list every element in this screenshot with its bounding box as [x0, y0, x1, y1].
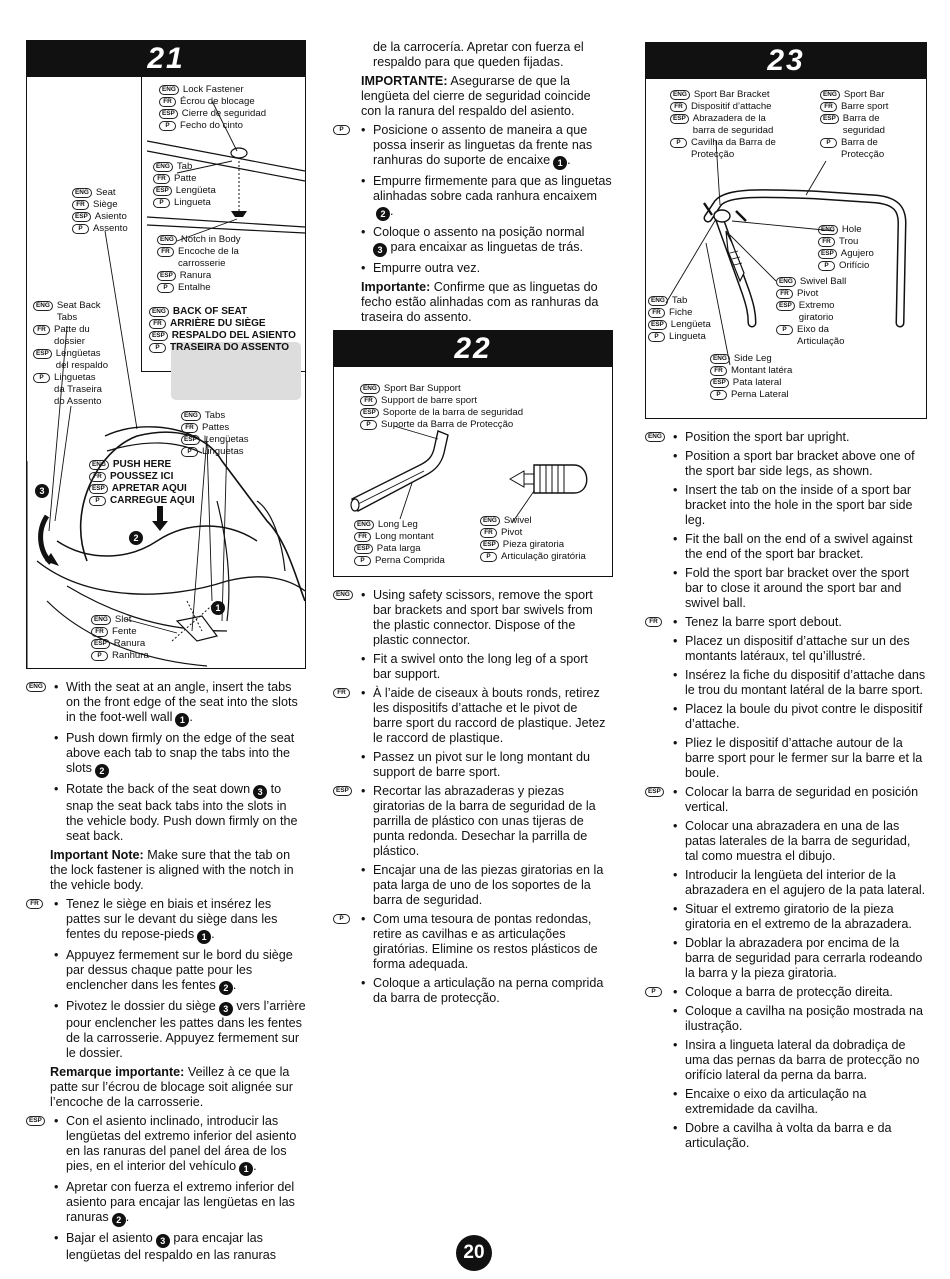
callout-2: 2: [129, 531, 143, 545]
back-of-seat-box: [171, 342, 301, 400]
p-step23: P Coloque a barra de protecção direita. …: [645, 985, 927, 1151]
esp-step23: ESP Colocar la barra de seguridad en pos…: [645, 785, 927, 981]
page-number: 20: [456, 1235, 492, 1271]
step-21-panel: 21: [26, 40, 306, 669]
step-21-instructions: ENG With the seat at an angle, insert th…: [26, 680, 306, 1267]
callout-2-icon: 2: [376, 207, 390, 221]
esp-important-note: IMPORTANTE: Asegurarse de que la lengüet…: [361, 74, 591, 118]
eng-step23: ENG Position the sport bar upright. Posi…: [645, 430, 927, 611]
callout-3-icon: 3: [218, 1002, 233, 1016]
eng-step22: ENG Using safety scissors, remove the sp…: [333, 588, 609, 682]
esp-step21: ESP Con el asiento inclinado, introducir…: [26, 1114, 306, 1263]
fr-step22: FR À l’aide de ciseaux à bouts ronds, re…: [333, 686, 609, 780]
step-23-instructions: ENG Position the sport bar upright. Posi…: [645, 430, 927, 1155]
fr-step21: FR Tenez le siège en biais et insérez le…: [26, 897, 306, 1061]
callout-2-icon: 2: [94, 764, 109, 778]
p-important-note: Importante: Confirme que as linguetas do…: [361, 280, 599, 324]
callout-3-icon: 3: [373, 243, 387, 257]
callout-1: 1: [211, 601, 225, 615]
sport-bar-support-illustration: [350, 425, 588, 524]
p-step22: P Com uma tesoura de pontas redondas, re…: [333, 912, 609, 1006]
p-step21: P Posicione o assento de maneira a que p…: [333, 123, 613, 276]
callout-1-icon: 1: [197, 930, 212, 944]
fr-important-note: Remarque importante: Veillez à ce que la…: [50, 1065, 293, 1109]
eng-step21: ENG With the seat at an angle, insert th…: [26, 680, 306, 844]
step-23-number: 23: [646, 43, 926, 79]
callout-1-icon: 1: [239, 1162, 254, 1176]
callout-1-icon: 1: [175, 713, 190, 727]
step-21-number: 21: [27, 41, 305, 77]
callout-3: 3: [35, 484, 49, 498]
step-22-number: 22: [334, 331, 612, 367]
callout-3-icon: 3: [253, 785, 268, 799]
callout-2-icon: 2: [218, 981, 233, 995]
callout-3-icon: 3: [155, 1234, 170, 1248]
esp-step22: ESP Recortar las abrazaderas y piezas gi…: [333, 784, 609, 908]
sport-bar-bracket-illustration: [665, 140, 907, 366]
fr-step23: FR Tenez la barre sport debout. Placez u…: [645, 615, 927, 781]
seat-illustration: [27, 100, 305, 668]
step-21-continued: de la carrocería. Apretar con fuerza el …: [333, 40, 613, 329]
callout-2-icon: 2: [111, 1213, 126, 1227]
callout-1-icon: 1: [553, 156, 568, 170]
step-22-instructions: ENG Using safety scissors, remove the sp…: [333, 588, 609, 1010]
eng-important-note: Important Note: Make sure that the tab o…: [50, 848, 294, 892]
